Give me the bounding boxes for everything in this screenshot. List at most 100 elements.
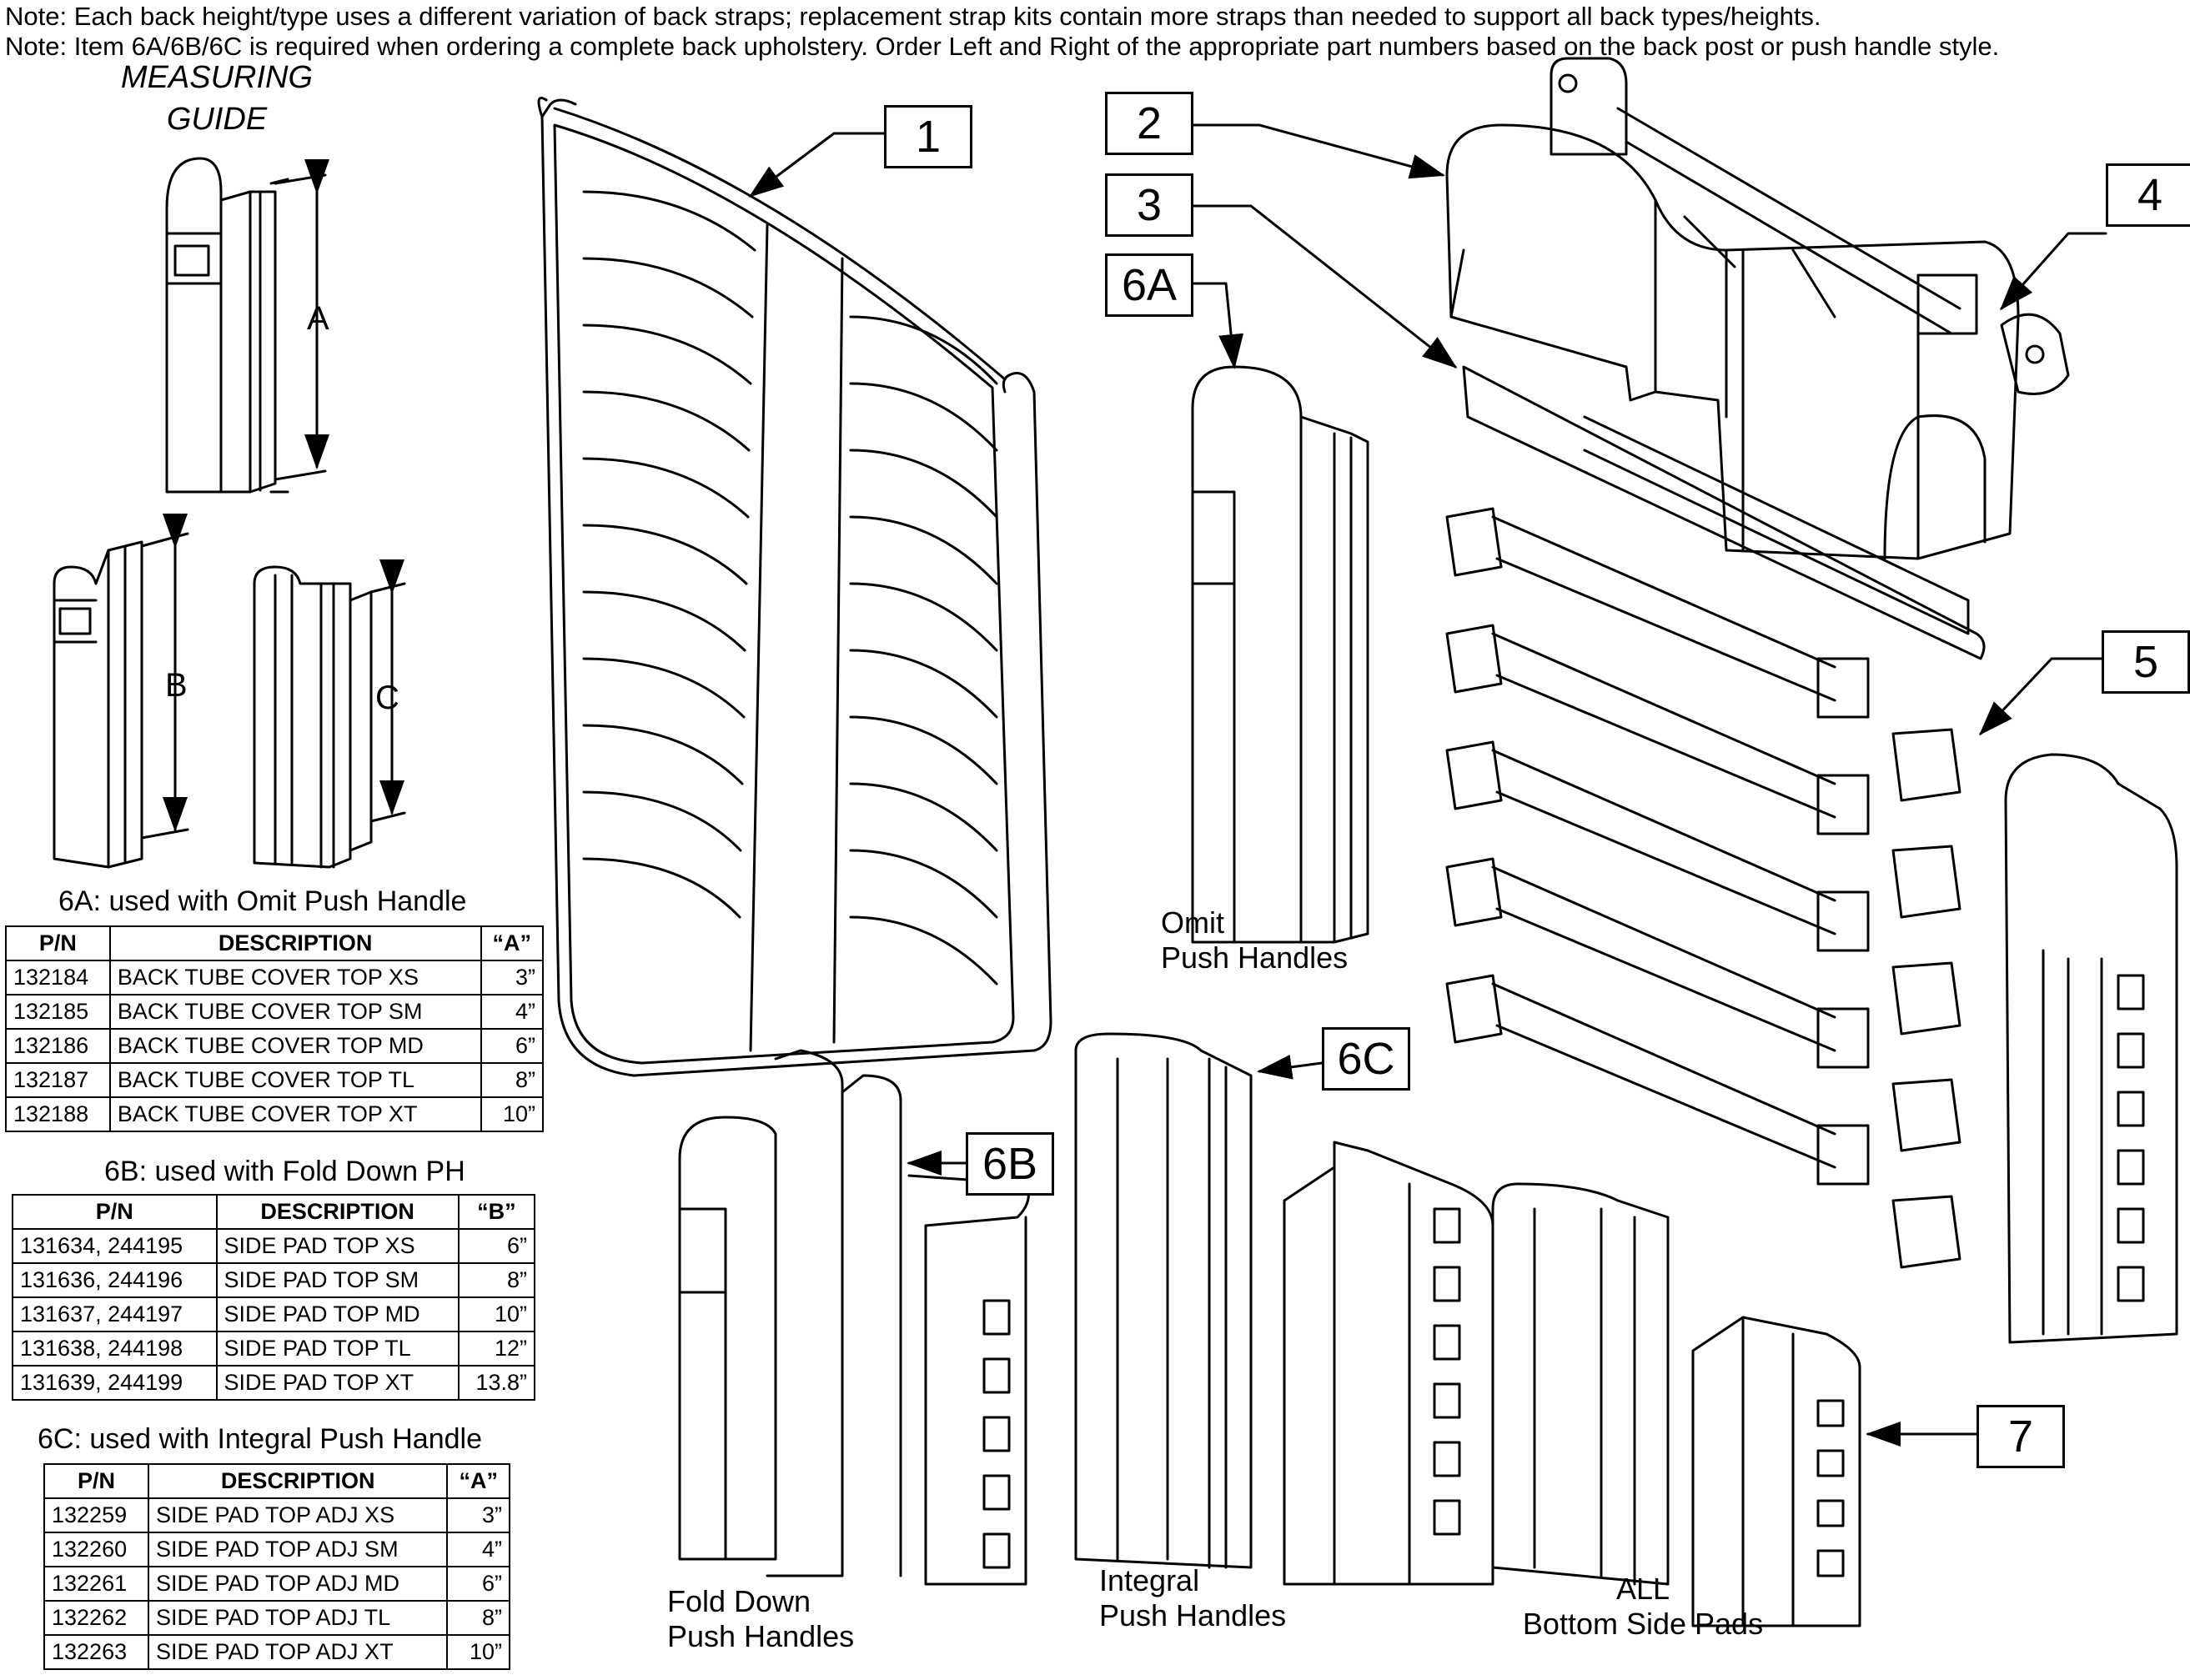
measuring-guide-line2: GUIDE	[166, 102, 268, 137]
table-6a-title: 6A: used with Omit Push Handle	[58, 885, 467, 917]
caption-omit-line1: Omit	[1161, 905, 1224, 940]
cell-size: 10”	[480, 1096, 544, 1132]
table-header-row: P/N DESCRIPTION “A”	[43, 1463, 510, 1499]
caption-fold-line1: Fold Down	[667, 1584, 811, 1618]
measuring-guide-title: MEASURING GUIDE	[100, 57, 334, 140]
dimension-b	[140, 514, 189, 840]
dimension-label-a: A	[307, 300, 329, 337]
cell-pn: 132261	[43, 1566, 149, 1602]
callout-2: 2	[1105, 92, 1193, 155]
cell-description: SIDE PAD TOP MD	[215, 1296, 460, 1332]
cell-pn: 131639, 244199	[12, 1365, 218, 1401]
dimension-a	[274, 159, 329, 481]
callout-leaders	[748, 123, 2107, 1447]
cell-description: SIDE PAD TOP ADJ XS	[147, 1497, 449, 1533]
cell-pn: 132260	[43, 1532, 149, 1567]
back-straps	[1445, 507, 1961, 1269]
col-size: “A”	[480, 925, 544, 961]
cell-size: 8”	[457, 1262, 536, 1298]
table-header-row: P/N DESCRIPTION “A”	[5, 925, 544, 961]
cell-size: 3”	[480, 960, 544, 995]
caption-integral-push-handles: Integral Push Handles	[1099, 1563, 1286, 1633]
table-header-row: P/N DESCRIPTION “B”	[12, 1194, 536, 1230]
col-size: “A”	[446, 1463, 510, 1499]
velcro-strip	[1462, 365, 1986, 660]
post-6b-fold-down	[678, 1049, 1030, 1586]
cell-description: SIDE PAD TOP TL	[215, 1331, 460, 1367]
caption-all-line2: Bottom Side Pads	[1522, 1607, 1764, 1641]
cell-pn: 132187	[5, 1062, 111, 1098]
measuring-post-a	[165, 157, 289, 494]
cell-pn: 132263	[43, 1634, 149, 1670]
cell-size: 4”	[480, 994, 544, 1030]
table-6b-title: 6B: used with Fold Down PH	[104, 1156, 465, 1187]
caption-all-line1: ALL	[1615, 1572, 1670, 1606]
post-6c-integral	[1074, 1032, 1494, 1586]
cell-size: 13.8”	[457, 1365, 536, 1401]
cell-pn: 131638, 244198	[12, 1331, 218, 1367]
table-6c-title: 6C: used with Integral Push Handle	[38, 1423, 482, 1455]
cell-size: 6”	[457, 1228, 536, 1264]
dimension-label-c: C	[375, 680, 399, 716]
caption-all-bottom-side-pads: ALL Bottom Side Pads	[1518, 1572, 1768, 1642]
cell-description: BACK TUBE COVER TOP XT	[108, 1096, 482, 1132]
cell-pn: 131636, 244196	[12, 1262, 218, 1298]
callout-6c: 6C	[1322, 1027, 1410, 1091]
cell-description: SIDE PAD TOP ADJ TL	[147, 1600, 449, 1636]
col-description: DESCRIPTION	[147, 1463, 449, 1499]
cell-size: 6”	[480, 1028, 544, 1064]
cell-size: 8”	[446, 1600, 510, 1636]
cell-description: SIDE PAD TOP XS	[215, 1228, 460, 1264]
measuring-post-b	[53, 540, 143, 869]
callout-6b: 6B	[966, 1132, 1054, 1196]
callout-5: 5	[2102, 630, 2190, 694]
cell-size: 10”	[446, 1634, 510, 1670]
caption-integral-line1: Integral	[1099, 1563, 1200, 1597]
cell-size: 12”	[457, 1331, 536, 1367]
col-description: DESCRIPTION	[108, 925, 482, 961]
cell-pn: 132185	[5, 994, 111, 1030]
cell-size: 8”	[480, 1062, 544, 1098]
measuring-post-c	[253, 565, 373, 869]
cell-size: 3”	[446, 1497, 510, 1533]
col-size: “B”	[457, 1194, 536, 1230]
cell-description: SIDE PAD TOP XT	[215, 1365, 460, 1401]
bottom-side-pads	[1491, 1182, 1861, 1627]
caption-integral-line2: Push Handles	[1099, 1598, 1287, 1632]
cell-size: 4”	[446, 1532, 510, 1567]
top-strap	[1550, 57, 2070, 395]
callout-4: 4	[2106, 163, 2190, 227]
callout-7: 7	[1977, 1405, 2065, 1468]
cell-description: SIDE PAD TOP ADJ SM	[147, 1532, 449, 1567]
col-pn: P/N	[5, 925, 111, 961]
cell-size: 10”	[457, 1296, 536, 1332]
note-straps: Note: Each back height/type uses a diffe…	[5, 2, 1821, 31]
cell-description: BACK TUBE COVER TOP SM	[108, 994, 482, 1030]
cell-description: SIDE PAD TOP SM	[215, 1262, 460, 1298]
callout-6a: 6A	[1105, 253, 1193, 317]
callout-1: 1	[884, 105, 972, 168]
col-pn: P/N	[43, 1463, 149, 1499]
caption-fold-line2: Push Handles	[667, 1619, 855, 1653]
caption-fold-down-push-handles: Fold Down Push Handles	[667, 1584, 854, 1654]
cell-pn: 132184	[5, 960, 111, 995]
back-upholstery	[537, 97, 1052, 1077]
cell-pn: 132259	[43, 1497, 149, 1533]
cell-pn: 131634, 244195	[12, 1228, 218, 1264]
dimension-label-b: B	[165, 667, 188, 704]
cell-size: 6”	[446, 1566, 510, 1602]
caption-omit-push-handles: Omit Push Handles	[1161, 905, 1348, 975]
note-ordering: Note: Item 6A/6B/6C is required when ord…	[5, 32, 2000, 61]
back-top-pad	[1445, 123, 2020, 560]
cell-description: SIDE PAD TOP ADJ XT	[147, 1634, 449, 1670]
